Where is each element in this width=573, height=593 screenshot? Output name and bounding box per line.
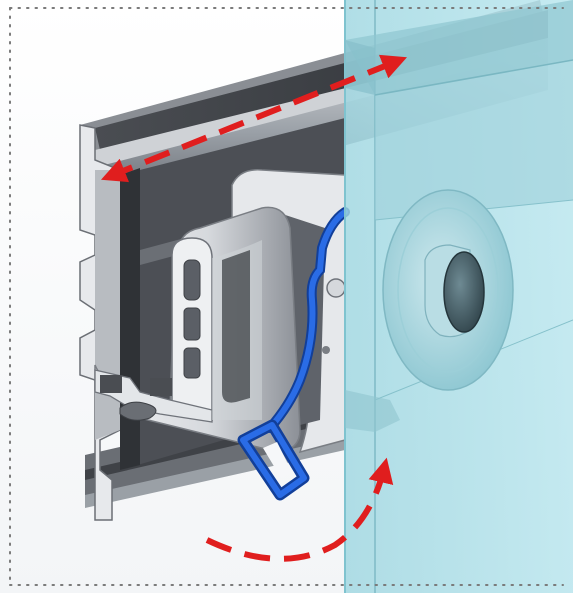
rotate-arrow — [205, 457, 394, 562]
slide-arrow — [100, 54, 408, 183]
clip-body — [94, 206, 325, 453]
glass-panel — [344, 0, 573, 593]
latch — [237, 207, 350, 501]
dotted-frame — [9, 7, 564, 586]
